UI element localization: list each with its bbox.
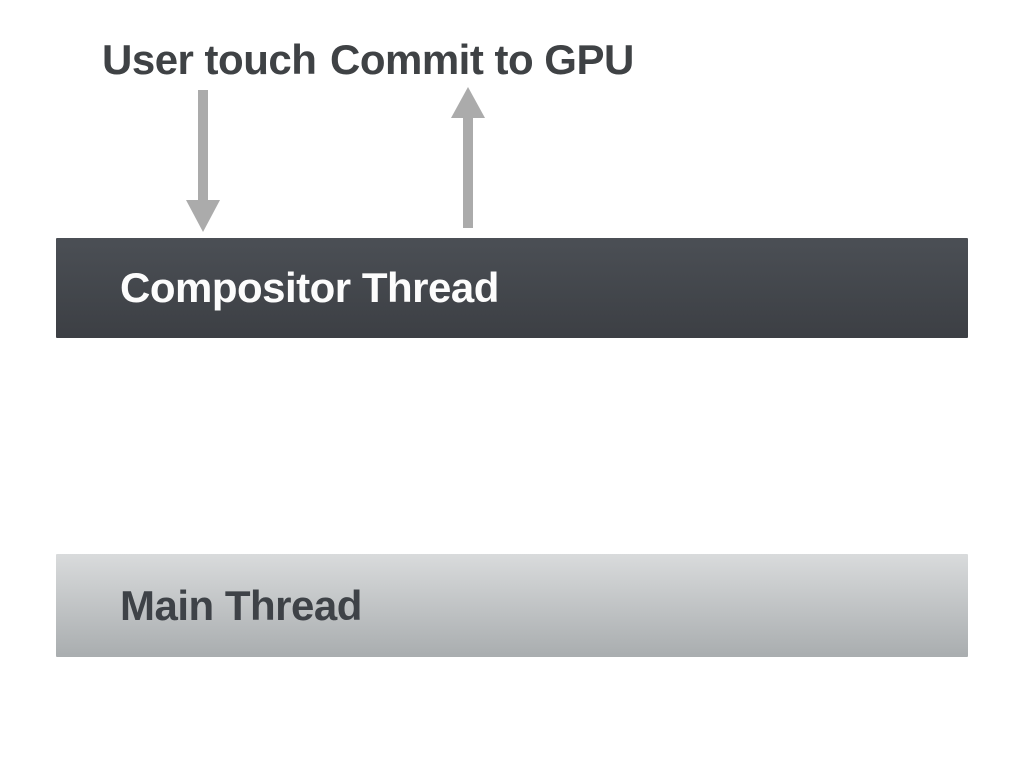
user-touch-label: User touch <box>102 36 317 83</box>
main-thread-bar: Main Thread <box>56 554 968 657</box>
down-arrow-icon <box>186 90 220 232</box>
main-thread-label: Main Thread <box>120 581 362 629</box>
up-arrow-icon <box>451 87 485 228</box>
compositor-thread-bar: Compositor Thread <box>56 238 968 338</box>
compositor-thread-label: Compositor Thread <box>120 264 499 311</box>
commit-to-gpu-label: Commit to GPU <box>330 36 634 83</box>
